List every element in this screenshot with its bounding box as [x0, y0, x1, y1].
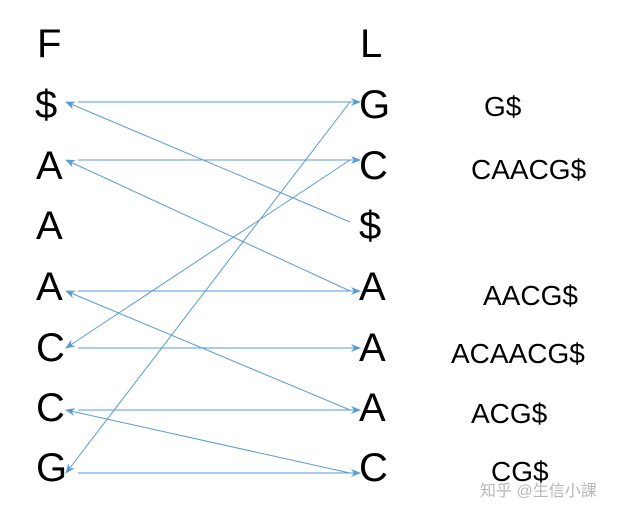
l-column-item: A [359, 326, 386, 370]
l-column-item: C [359, 144, 388, 188]
suffix-label: ACAACG$ [451, 338, 585, 369]
watermark: 知乎 @生信小課 [480, 483, 597, 500]
mapping-arrow [65, 290, 351, 411]
f-column-item: $ [35, 83, 58, 127]
f-column-item: C [36, 326, 65, 370]
l-column-item: A [359, 386, 386, 430]
f-column-item: C [36, 386, 65, 430]
l-column-item: A [359, 265, 386, 309]
l-column-item: C [359, 446, 388, 490]
l-column-header: L [360, 22, 383, 66]
suffix-label: CAACG$ [471, 154, 587, 185]
f-column-header: F [37, 22, 62, 66]
suffix-label: G$ [484, 91, 522, 122]
l-column-item: G [359, 83, 391, 127]
f-column-item: A [36, 204, 63, 248]
mapping-arrow [65, 101, 351, 474]
mapping-arrow [65, 159, 351, 292]
mapping-arrow [65, 101, 351, 223]
suffix-label: AACG$ [483, 280, 578, 311]
f-column-item: A [36, 265, 63, 309]
mapping-arrow [65, 159, 351, 349]
suffix-label: CG$ [491, 456, 549, 487]
f-column-item: G [36, 446, 68, 490]
l-column-item: $ [359, 204, 382, 248]
suffix-label: ACG$ [471, 398, 548, 429]
f-column-item: A [36, 144, 63, 188]
mapping-arrow [65, 408, 351, 474]
